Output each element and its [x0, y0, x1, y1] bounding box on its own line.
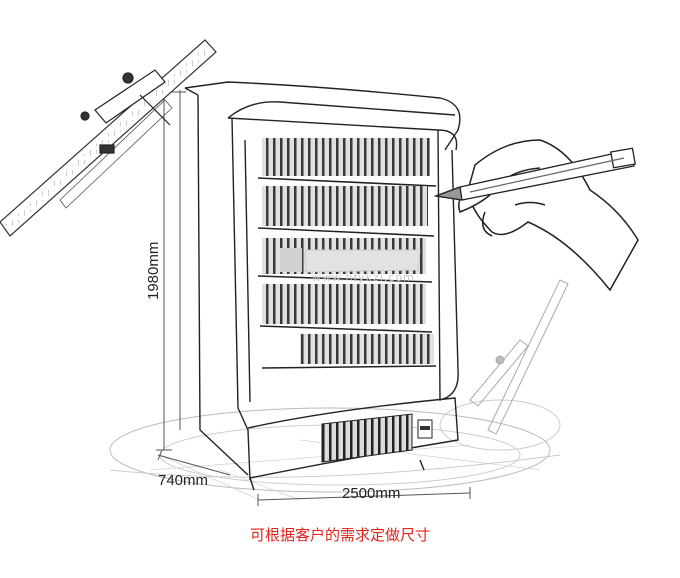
width-label: 2500mm: [342, 485, 400, 502]
width-dimension: [257, 487, 471, 506]
caliper-icon: [469, 279, 569, 435]
watermark: www.hfykzl.com: [280, 248, 421, 284]
product-row: [300, 334, 434, 364]
depth-dimension: [157, 449, 231, 476]
caliper-icon: [80, 69, 171, 154]
shelves: [257, 177, 437, 369]
height-label: 1980mm: [145, 242, 162, 300]
product-row: [262, 284, 426, 324]
vent-grille: [321, 413, 433, 463]
display-cabinet: [184, 81, 461, 491]
caption-text: 可根据客户的需求定做尺寸: [249, 526, 430, 544]
depth-label: 740mm: [158, 472, 208, 489]
product-row: [262, 186, 428, 226]
ruler-icon: [0, 39, 217, 237]
svg-text:www.hfykzl.com: www.hfykzl.com: [312, 271, 415, 284]
pencil-icon: [433, 147, 636, 201]
product-row: [262, 138, 430, 176]
